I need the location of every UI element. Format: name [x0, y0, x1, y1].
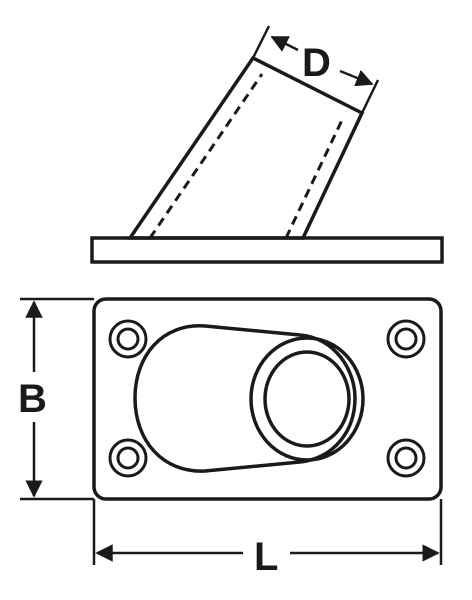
- top-view: B L: [18, 297, 443, 579]
- mounting-hole-top-left: [108, 319, 148, 359]
- mounting-hole-bottom-right: [386, 438, 426, 478]
- base-plate-top: [92, 297, 443, 501]
- tube-opening-inner: [263, 350, 351, 448]
- socket-base-outline: [133, 324, 357, 473]
- mounting-hole-top-right: [386, 319, 426, 359]
- d-extension-line-left: [251, 25, 271, 59]
- tube-opening-outer: [249, 336, 365, 462]
- side-view: D: [90, 25, 444, 264]
- dimension-label-d: D: [302, 41, 331, 85]
- d-dimension-arrow-left: [270, 35, 299, 52]
- dimension-label-b: B: [18, 377, 47, 421]
- d-dimension-arrow-right: [339, 69, 374, 87]
- tube-bore-line-right: [284, 117, 345, 239]
- d-extension-line-right: [360, 79, 380, 114]
- base-plate-side: [90, 236, 444, 264]
- mounting-hole-bottom-left: [108, 438, 148, 478]
- tube-bore-line-left: [148, 73, 264, 239]
- dimension-label-l: L: [254, 535, 278, 579]
